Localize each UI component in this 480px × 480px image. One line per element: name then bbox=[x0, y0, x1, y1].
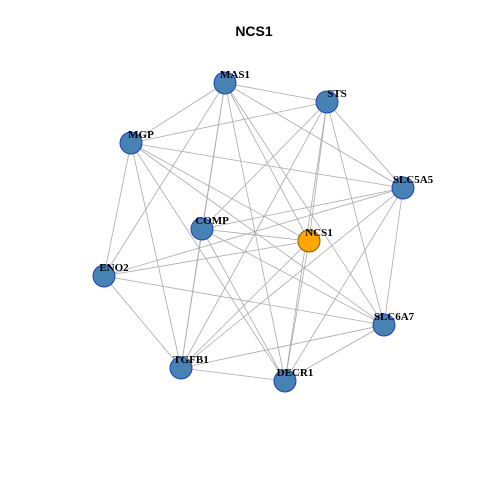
node-label: SLC6A7 bbox=[374, 311, 415, 323]
node-label: TGFB1 bbox=[173, 354, 208, 366]
node-ncs1[interactable]: NCS1 bbox=[297, 227, 333, 253]
edge-slc6a7-decr1 bbox=[284, 324, 385, 382]
node-label: SLC5A5 bbox=[393, 174, 434, 186]
edge-sts-mgp bbox=[130, 101, 328, 144]
node-circle[interactable] bbox=[297, 229, 321, 253]
node-label: NCS1 bbox=[305, 227, 333, 239]
edge-comp-tgfb1 bbox=[180, 228, 203, 369]
node-slc6a7[interactable]: SLC6A7 bbox=[372, 311, 415, 337]
edge-mgp-eno2 bbox=[103, 142, 132, 277]
node-label: STS bbox=[327, 88, 347, 100]
edge-eno2-tgfb1 bbox=[103, 275, 182, 369]
edge-mgp-decr1 bbox=[130, 142, 286, 382]
node-circle[interactable] bbox=[391, 176, 415, 200]
edge-mas1-ncs1 bbox=[224, 82, 310, 242]
node-circle[interactable] bbox=[213, 71, 237, 95]
graph-title: NCS1 bbox=[235, 23, 273, 39]
edge-comp-decr1 bbox=[201, 228, 286, 382]
edge-sts-comp bbox=[201, 101, 328, 230]
edge-mgp-slc5a5 bbox=[130, 142, 404, 189]
edge-ncs1-decr1 bbox=[284, 240, 310, 382]
node-circle[interactable] bbox=[119, 131, 143, 155]
edge-mas1-slc6a7 bbox=[224, 82, 385, 326]
edge-mgp-slc6a7 bbox=[130, 142, 385, 326]
node-tgfb1[interactable]: TGFB1 bbox=[169, 354, 209, 380]
node-label: MGP bbox=[128, 129, 154, 141]
node-label: ENO2 bbox=[99, 262, 129, 274]
node-mgp[interactable]: MGP bbox=[119, 129, 154, 155]
node-mas1[interactable]: MAS1 bbox=[213, 69, 250, 95]
node-circle[interactable] bbox=[273, 369, 297, 393]
node-label: MAS1 bbox=[220, 69, 250, 81]
edge-mas1-eno2 bbox=[103, 82, 226, 277]
edge-slc5a5-decr1 bbox=[284, 187, 404, 382]
edge-slc5a5-comp bbox=[201, 187, 404, 230]
edge-mas1-mgp bbox=[130, 82, 226, 144]
edge-mgp-tgfb1 bbox=[130, 142, 182, 369]
edge-mas1-slc5a5 bbox=[224, 82, 404, 189]
edge-layer bbox=[103, 82, 404, 382]
node-circle[interactable] bbox=[190, 217, 214, 241]
node-decr1[interactable]: DECR1 bbox=[273, 367, 314, 393]
node-slc5a5[interactable]: SLC5A5 bbox=[391, 174, 434, 200]
node-eno2[interactable]: ENO2 bbox=[92, 262, 129, 288]
node-comp[interactable]: COMP bbox=[190, 215, 229, 241]
edge-slc6a7-tgfb1 bbox=[180, 324, 385, 369]
node-label: COMP bbox=[195, 215, 229, 227]
edge-slc5a5-tgfb1 bbox=[180, 187, 404, 369]
edge-comp-ncs1 bbox=[201, 228, 310, 242]
node-label: DECR1 bbox=[277, 367, 314, 379]
edge-sts-slc6a7 bbox=[326, 101, 385, 326]
edge-eno2-slc6a7 bbox=[103, 275, 385, 326]
edge-tgfb1-decr1 bbox=[180, 367, 286, 382]
edge-comp-slc6a7 bbox=[201, 228, 385, 326]
edge-mas1-sts bbox=[224, 82, 328, 103]
node-circle[interactable] bbox=[315, 90, 339, 114]
edge-slc5a5-eno2 bbox=[103, 187, 404, 277]
node-circle[interactable] bbox=[169, 356, 193, 380]
node-circle[interactable] bbox=[92, 264, 116, 288]
edge-slc5a5-slc6a7 bbox=[383, 187, 404, 326]
node-sts[interactable]: STS bbox=[315, 88, 347, 114]
edge-sts-slc5a5 bbox=[326, 101, 404, 189]
edge-ncs1-eno2 bbox=[103, 240, 310, 277]
edge-ncs1-tgfb1 bbox=[180, 240, 310, 369]
node-circle[interactable] bbox=[372, 313, 396, 337]
edge-sts-ncs1 bbox=[308, 101, 328, 242]
